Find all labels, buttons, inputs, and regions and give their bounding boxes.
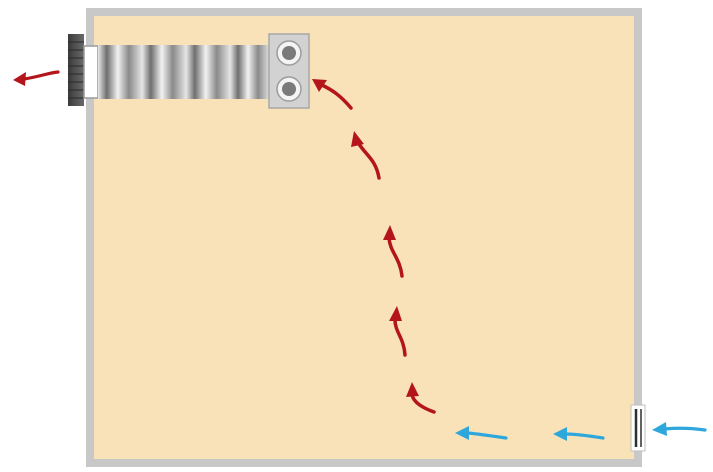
cool-airflow-arrow-icon — [553, 427, 605, 441]
silencer-duct — [98, 45, 270, 99]
exhaust-outflow-arrow-icon — [13, 70, 60, 86]
warm-airflow-arrow-icon — [406, 382, 436, 414]
exhaust-grille-icon — [68, 34, 99, 106]
air-inlet-vent-icon — [630, 404, 646, 452]
warm-airflow-arrow-icon — [312, 79, 353, 110]
exhaust-fan-unit — [68, 33, 310, 109]
warm-airflow-arrow-icon — [383, 225, 404, 278]
cool-airflow-arrow-icon — [455, 426, 508, 440]
cool-inflow-arrow-icon — [652, 422, 707, 436]
warm-airflow-arrow-icon — [389, 306, 407, 357]
fan-motor-icon — [268, 33, 310, 109]
warm-airflow-arrow-icon — [351, 131, 381, 180]
